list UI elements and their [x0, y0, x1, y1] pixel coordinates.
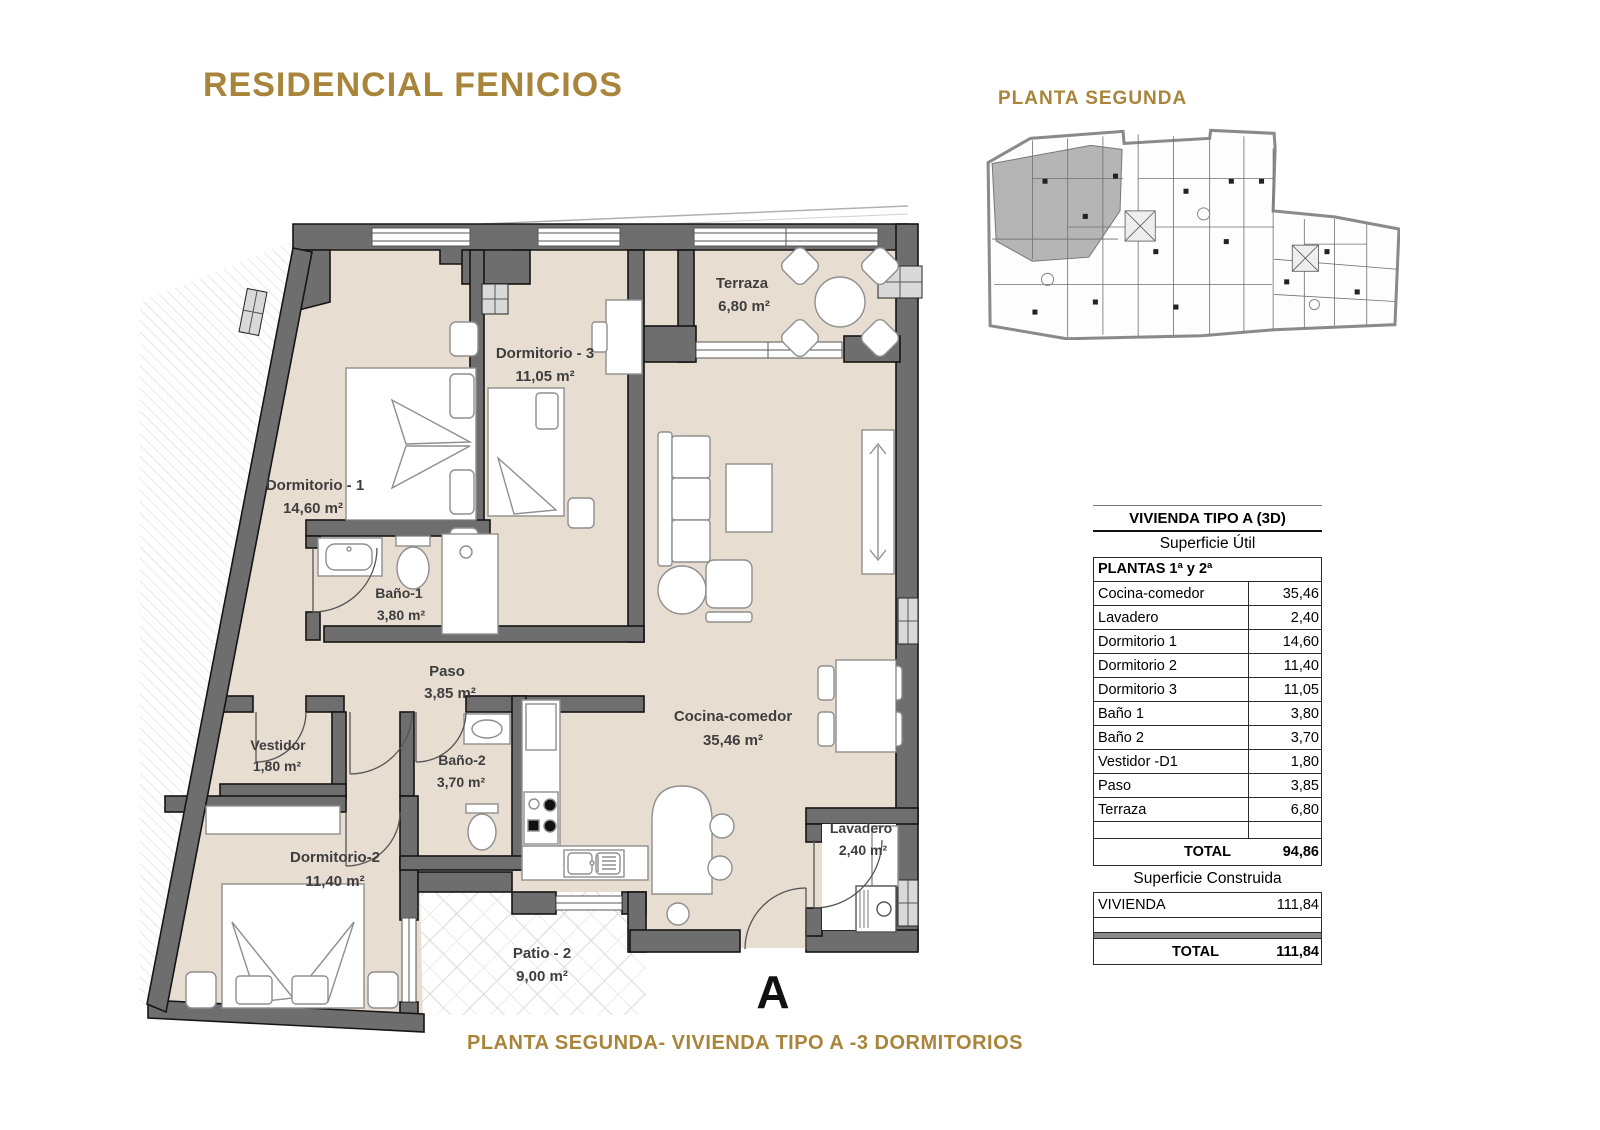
svg-text:11,40 m²: 11,40 m²	[305, 873, 364, 890]
table-row: Dormitorio 1 14,60	[1094, 630, 1321, 654]
overview-plan-label: PLANTA SEGUNDA	[998, 88, 1188, 109]
row-value: 11,05	[1283, 681, 1319, 698]
built-row-value: 111,84	[1276, 897, 1319, 913]
built-area-title: Superficie Construida	[1133, 870, 1282, 887]
svg-text:1,80 m²: 1,80 m²	[253, 758, 302, 774]
page-title: RESIDENCIAL FENICIOS	[203, 66, 623, 104]
room-label-vestidor: Vestidor	[250, 737, 306, 753]
table-row-empty	[1094, 822, 1321, 839]
entrance-marker: A	[756, 966, 789, 1018]
total-value: 94,86	[1282, 844, 1319, 860]
furniture-dormitorio-2	[185, 805, 399, 1009]
room-labels: Terraza 6,80 m² Dormitorio - 3 11,05 m² …	[250, 275, 892, 1018]
table-row: Lavadero 2,40	[1094, 606, 1321, 630]
furniture-terraza	[780, 246, 900, 358]
table-row: Dormitorio 2 11,40	[1094, 654, 1321, 678]
furniture-lavadero	[822, 824, 899, 933]
table-row: Baño 2 3,70	[1094, 726, 1321, 750]
main-floorplan: Terraza 6,80 m² Dormitorio - 3 11,05 m² …	[140, 205, 923, 1033]
room-label-paso: Paso	[429, 663, 465, 680]
total-label: TOTAL	[1184, 844, 1231, 860]
table-row: Vestidor -D1 1,80	[1094, 750, 1321, 774]
furniture-bano-1	[317, 533, 499, 635]
furniture-kitchen	[521, 699, 735, 926]
svg-text:6,80 m²: 6,80 m²	[718, 298, 770, 315]
room-label-terraza: Terraza	[716, 275, 769, 292]
built-total-label: TOTAL	[1172, 943, 1219, 960]
furniture-salon	[657, 429, 895, 623]
furniture-comedor	[817, 659, 903, 753]
built-total-value: 111,84	[1276, 943, 1319, 960]
room-label-lavadero: Lavadero	[830, 820, 892, 836]
row-value: 6,80	[1290, 801, 1319, 818]
table-title: VIVIENDA TIPO A (3D)	[1093, 505, 1322, 532]
row-label: Dormitorio 1	[1094, 630, 1249, 653]
row-label: Lavadero	[1094, 606, 1249, 629]
svg-text:14,60 m²: 14,60 m²	[283, 500, 343, 517]
fixture-circles	[1040, 207, 1320, 311]
door-swings	[255, 547, 883, 950]
table-row: Cocina-comedor 35,46	[1094, 582, 1321, 606]
table-row: Dormitorio 3 11,05	[1094, 678, 1321, 702]
row-label: Dormitorio 2	[1094, 654, 1249, 677]
row-value: 35,46	[1282, 585, 1319, 602]
built-row-label: VIVIENDA	[1098, 897, 1166, 913]
table-group-header: PLANTAS 1ª y 2ª	[1094, 558, 1321, 582]
row-label: Cocina-comedor	[1094, 582, 1249, 605]
row-value: 1,80	[1290, 753, 1319, 770]
highlighted-unit	[991, 144, 1123, 262]
svg-text:3,70 m²: 3,70 m²	[437, 774, 486, 790]
furniture-dormitorio-3	[487, 299, 643, 529]
row-value: 11,40	[1283, 657, 1319, 674]
svg-text:3,80 m²: 3,80 m²	[377, 607, 426, 623]
elevator-shafts	[1124, 210, 1319, 272]
svg-text:35,46 m²: 35,46 m²	[703, 732, 763, 749]
area-table: VIVIENDA TIPO A (3D) Superficie Útil PLA…	[1093, 505, 1322, 965]
svg-text:11,05 m²: 11,05 m²	[515, 368, 574, 385]
row-label: Baño 2	[1094, 726, 1249, 749]
room-label-dormitorio-3: Dormitorio - 3	[496, 345, 594, 362]
room-label-cocina-comedor: Cocina-comedor	[674, 708, 793, 725]
row-value: 2,40	[1290, 609, 1319, 626]
table-row: Paso 3,85	[1094, 774, 1321, 798]
room-label-bano-1: Baño-1	[375, 585, 423, 601]
row-label: Terraza	[1094, 798, 1249, 821]
room-label-dormitorio-2: Dormitorio-2	[290, 849, 380, 866]
row-value: 14,60	[1282, 633, 1319, 650]
built-total-row: TOTAL 111,84	[1094, 939, 1321, 964]
table-total-row: TOTAL 94,86	[1094, 839, 1321, 865]
room-label-patio-2: Patio - 2	[513, 945, 571, 962]
row-value: 3,80	[1290, 705, 1319, 722]
built-row-empty	[1094, 918, 1321, 932]
svg-text:9,00 m²: 9,00 m²	[516, 968, 568, 985]
room-label-dormitorio-1: Dormitorio - 1	[266, 477, 364, 494]
row-label: Vestidor -D1	[1094, 750, 1249, 773]
furniture-bano-2	[463, 713, 511, 851]
table-row: Baño 1 3,80	[1094, 702, 1321, 726]
room-label-bano-2: Baño-2	[438, 752, 486, 768]
table-subtitle: Superficie Útil	[1159, 535, 1256, 552]
row-label: Baño 1	[1094, 702, 1249, 725]
svg-text:2,40 m²: 2,40 m²	[839, 842, 888, 858]
row-label: Paso	[1094, 774, 1249, 797]
row-value: 3,70	[1290, 729, 1319, 746]
table-divider-bar	[1094, 932, 1321, 939]
row-value: 3,85	[1290, 777, 1319, 794]
built-row: VIVIENDA 111,84	[1094, 893, 1321, 918]
door-marks	[1032, 173, 1360, 315]
table-row: Terraza 6,80	[1094, 798, 1321, 822]
overview-floorplan-thumbnail	[986, 128, 1400, 340]
row-label: Dormitorio 3	[1094, 678, 1249, 701]
sheet-caption: PLANTA SEGUNDA- VIVIENDA TIPO A -3 DORMI…	[467, 1032, 1023, 1054]
svg-text:3,85 m²: 3,85 m²	[424, 685, 476, 702]
interior-partitions	[992, 134, 1398, 338]
